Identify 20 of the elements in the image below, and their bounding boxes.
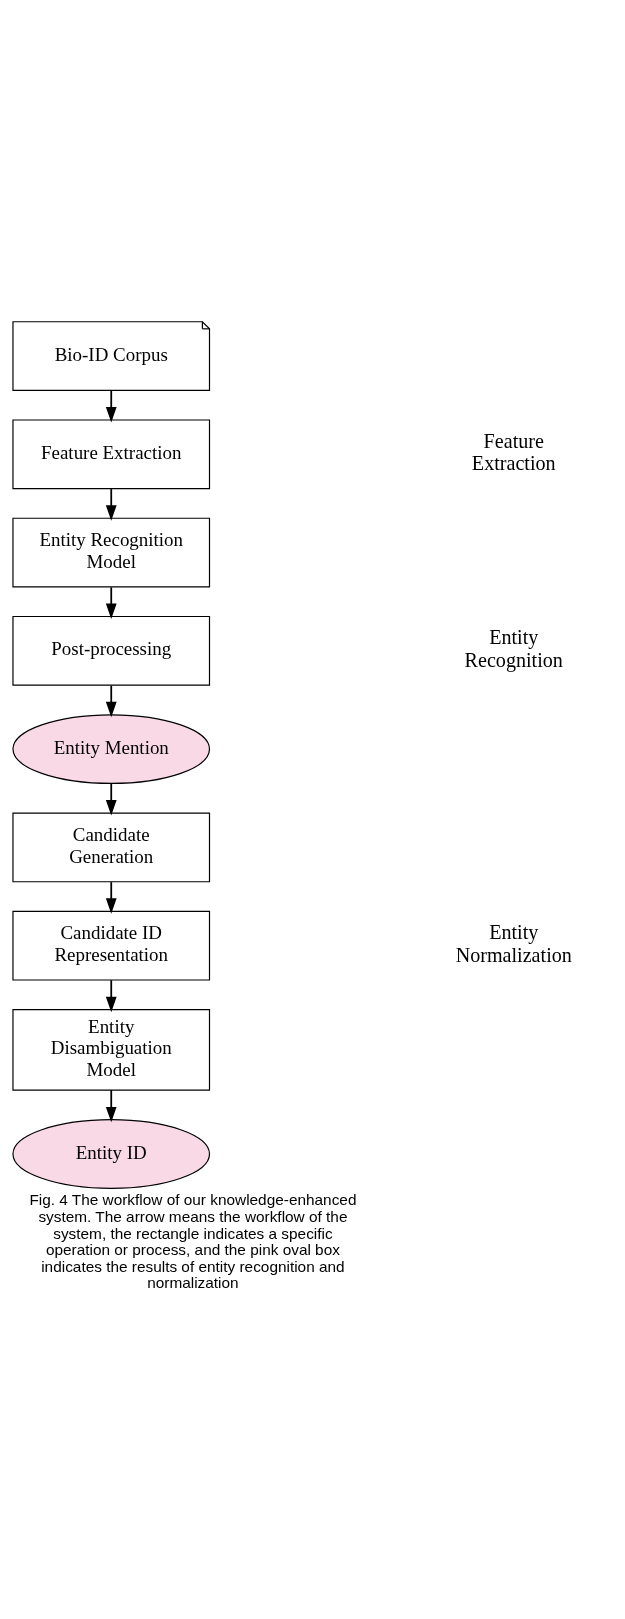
arrow	[105, 979, 117, 1013]
node-box: Feature Extraction	[12, 419, 211, 490]
arrow	[105, 1089, 117, 1123]
label: Entity Recognition	[464, 626, 563, 671]
node-box: Candidate Generation	[12, 812, 211, 883]
arrow	[105, 782, 117, 816]
label: Feature Extraction	[471, 429, 556, 475]
node-box: Candidate ID Representation	[12, 910, 211, 981]
node-ellipse: Entity ID	[12, 1119, 211, 1189]
arrow	[105, 586, 117, 619]
node-box: Entity Disambiguation Model	[12, 1009, 211, 1091]
arrow	[105, 488, 117, 521]
arrow	[105, 881, 117, 914]
label: Entity Normalization	[455, 921, 572, 966]
node-box: Entity Recognition Model	[12, 517, 211, 588]
node-box: Post-processing	[12, 615, 211, 686]
arrow	[105, 684, 117, 718]
node-ellipse: Entity Mention	[12, 714, 211, 785]
arrow	[105, 389, 117, 423]
caption: Fig. 4 The workflow of our knowledge-enhanced system. The arrow means the workflow of the system, the rectangle indicates a specific operation or process, and the pink oval box indicates the results of entity recognition and normalization	[29, 1191, 357, 1292]
